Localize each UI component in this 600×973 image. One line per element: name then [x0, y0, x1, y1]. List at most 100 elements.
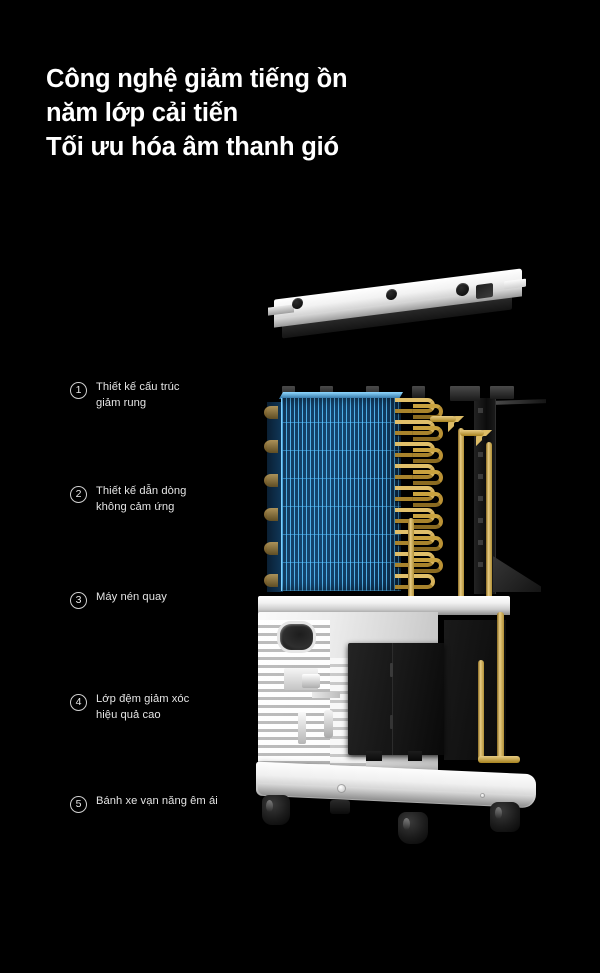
- coil-left-return-bend: [264, 542, 278, 555]
- compressor-face: [392, 643, 444, 755]
- coil-left-return-bend: [264, 474, 278, 487]
- coil-top-edge: [278, 392, 404, 399]
- copper-lower-riser: [478, 660, 484, 762]
- compressor-notch: [390, 715, 393, 729]
- compressor-foot: [408, 751, 422, 761]
- list-item: 3 Máy nén quay: [70, 590, 260, 609]
- top-panel-front-edge: [274, 287, 522, 328]
- title-line-1: Công nghệ giảm tiếng ồn: [46, 65, 348, 93]
- chassis-mount-block: [302, 674, 320, 688]
- base-tray: [256, 761, 536, 809]
- coil-left-return-bend: [264, 508, 278, 521]
- coil-top-brackets: [274, 386, 524, 402]
- feature-number-badge: 3: [70, 592, 87, 609]
- top-panel-underside: [282, 287, 512, 339]
- chassis-dark-right-fill: [444, 620, 506, 760]
- compressor-housing: [348, 643, 444, 761]
- condenser-coil-assembly: [262, 386, 537, 610]
- copper-u-bend: [395, 574, 435, 589]
- compressor-foot: [366, 751, 382, 761]
- mid-shelf-edge: [258, 609, 510, 615]
- feature-number-badge: 4: [70, 694, 87, 711]
- top-panel-hole-icon: [456, 282, 469, 297]
- page-title: Công nghệ giảm tiếng ồn năm lớp cải tiến…: [46, 62, 526, 164]
- wheel-highlight: [403, 818, 410, 830]
- caster-wheel: [262, 795, 290, 825]
- chassis-tab: [298, 712, 306, 744]
- copper-pipe-top-run: [460, 430, 484, 436]
- list-item: 5 Bánh xe vạn năng êm ái: [70, 794, 260, 813]
- chassis-mount-block: [284, 668, 318, 690]
- copper-riser-pipe: [458, 428, 464, 606]
- copper-tube-bank: [395, 394, 477, 594]
- copper-u-bend: [413, 558, 443, 573]
- copper-pipe-bend: [476, 430, 492, 446]
- feature-label: Máy nén quay: [96, 591, 167, 603]
- top-panel-hole-icon: [386, 288, 397, 301]
- base-screw: [480, 793, 485, 798]
- compressor-notch: [390, 663, 393, 677]
- base-tray-lip: [258, 782, 534, 808]
- copper-u-bend: [413, 536, 443, 551]
- copper-u-bend: [395, 464, 435, 479]
- copper-down-pipe: [408, 518, 414, 610]
- chassis-ribs: [258, 620, 330, 772]
- coil-fin-grid: [281, 398, 401, 591]
- copper-u-bend: [413, 426, 443, 441]
- coil-left-return-bend: [264, 406, 278, 419]
- copper-u-bend: [413, 492, 443, 507]
- copper-pipe-bend: [448, 416, 464, 432]
- copper-u-bend: [413, 404, 443, 419]
- copper-u-bend: [413, 470, 443, 485]
- copper-u-bend: [395, 486, 435, 501]
- caster-wheel: [398, 812, 428, 844]
- coil-left-return-bend: [264, 574, 278, 587]
- coil-left-return-bend: [264, 440, 278, 453]
- title-line-3: Tối ưu hóa âm thanh gió: [46, 133, 339, 161]
- copper-u-bend: [395, 530, 435, 545]
- top-panel-hole-icon: [292, 297, 303, 310]
- copper-u-bend: [395, 442, 435, 457]
- feature-number-badge: 2: [70, 486, 87, 503]
- copper-lower-riser: [497, 612, 504, 762]
- mid-shelf-panel: [258, 596, 510, 612]
- copper-u-bend: [395, 552, 435, 567]
- chassis-oval-port: [280, 624, 313, 650]
- wheel-highlight: [495, 807, 502, 819]
- copper-u-bend: [413, 514, 443, 529]
- feature-number-badge: 1: [70, 382, 87, 399]
- top-panel-left-lip: [268, 304, 294, 316]
- copper-lower-run: [478, 756, 520, 763]
- top-panel-vent-square: [476, 282, 493, 300]
- copper-u-bend: [395, 420, 435, 435]
- rear-gusset-bracket: [493, 556, 541, 592]
- chassis-ribs-secondary: [330, 658, 366, 770]
- chassis-side-panel: [258, 612, 438, 780]
- copper-u-bend: [413, 448, 443, 463]
- copper-u-bend: [395, 398, 435, 413]
- copper-riser-pipe: [486, 442, 492, 606]
- coil-left-side: [267, 402, 283, 592]
- chassis-strip: [312, 692, 340, 698]
- top-panel-tab: [504, 278, 526, 290]
- base-center-foot: [330, 800, 350, 814]
- top-cover-panel: [268, 268, 536, 339]
- rear-top-fin: [494, 399, 546, 405]
- wheel-highlight: [266, 800, 273, 812]
- feature-number-badge: 5: [70, 796, 87, 813]
- top-panel-slab: [274, 268, 522, 322]
- title-line-2: năm lớp cải tiến: [46, 99, 239, 127]
- base-screw: [337, 784, 346, 793]
- rear-dark-panel: [474, 398, 496, 594]
- copper-pipe-top-run: [430, 416, 456, 422]
- feature-label: Bánh xe vạn năng êm ái: [96, 795, 218, 807]
- caster-wheel: [490, 802, 520, 832]
- copper-u-bend: [395, 508, 435, 523]
- chassis-tab: [324, 710, 333, 738]
